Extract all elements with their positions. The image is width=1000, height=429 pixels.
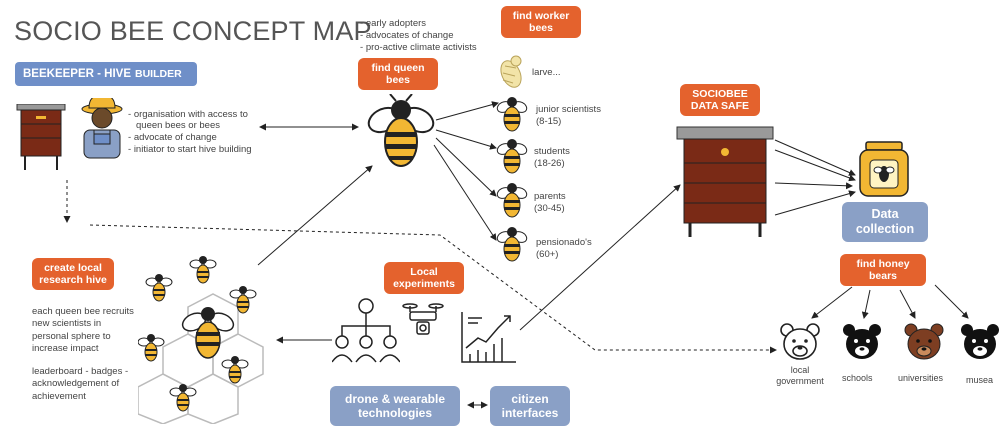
data-safe-tag: SOCIOBEE DATA SAFE xyxy=(680,84,760,116)
bear-label-local-government: local government xyxy=(776,365,824,387)
local-experiments-tag: Local experiments xyxy=(384,262,464,294)
find-worker-bees-tag: find worker bees xyxy=(501,6,581,38)
find-honey-bears-tag: find honey bears xyxy=(840,254,926,286)
bear-dark-icon xyxy=(961,324,999,359)
beekeeper-label-suffix: BUILDER xyxy=(135,68,182,80)
bear-label-universities: universities xyxy=(898,373,944,383)
beekeeper-bullet-2: - advocate of change xyxy=(128,132,217,143)
drone-icon xyxy=(402,303,444,335)
worker-bee-icon xyxy=(496,183,528,218)
queen-bee-icon xyxy=(367,94,435,167)
beekeeper-icon xyxy=(81,98,123,159)
create-local-hive-tag: create local research hive xyxy=(32,258,114,290)
beekeeper-header: BEEKEEPER - HIVE BUILDER xyxy=(15,62,197,86)
worker-sub-junior: (8-15) xyxy=(536,116,562,127)
data-safe-hive-icon xyxy=(676,126,774,237)
experiments-team-icon xyxy=(332,298,400,363)
small-hive-icon xyxy=(16,104,66,170)
worker-label-junior: junior scientists xyxy=(536,104,601,115)
bear-label-musea: musea xyxy=(966,375,994,385)
data-collection-box: Data collection xyxy=(842,202,928,242)
worker-bee-icon xyxy=(496,97,528,132)
larva-icon xyxy=(500,55,522,88)
find-queen-bees-tag: find queen bees xyxy=(358,58,438,90)
worker-sub-parents: (30-45) xyxy=(534,203,565,214)
queen-audience-1: - early adopters xyxy=(360,18,427,29)
bear-label-schools: schools xyxy=(842,373,873,383)
honey-jar-icon xyxy=(859,141,909,197)
bear-outline-icon xyxy=(780,323,820,360)
beekeeper-label: BEEKEEPER - HIVE xyxy=(23,68,131,80)
worker-bee-icon xyxy=(496,227,528,262)
research-hive-icon xyxy=(138,256,264,424)
bear-black-icon xyxy=(843,324,881,359)
hive-description-leaderboard: leaderboard - badges - acknowledgement o… xyxy=(32,366,129,402)
bear-brown-icon xyxy=(904,323,944,360)
worker-bee-icon xyxy=(496,139,528,174)
beekeeper-bullet-1b: queen bees or bees xyxy=(136,120,220,131)
worker-label-students: students xyxy=(534,146,570,157)
beekeeper-bullet-3: - initiator to start hive building xyxy=(128,144,252,155)
worker-sub-pensionado: (60+) xyxy=(536,249,559,260)
queen-audience-2: - advocates of change xyxy=(360,30,454,41)
queen-audience-3: - pro-active climate activists xyxy=(360,42,477,53)
hive-description-recruit: each queen bee recruits new scientists i… xyxy=(32,306,134,355)
worker-sub-students: (18-26) xyxy=(534,158,565,169)
beekeeper-bullet-1: - organisation with access to xyxy=(128,109,248,120)
worker-label-parents: parents xyxy=(534,191,566,202)
worker-label-larve: larve... xyxy=(532,67,561,78)
page-title: SOCIO BEE CONCEPT MAP xyxy=(14,16,372,46)
citizen-interfaces-box: citizen interfaces xyxy=(490,386,570,426)
drone-wearable-box: drone & wearable technologies xyxy=(330,386,460,426)
worker-label-pensionado: pensionado's xyxy=(536,237,592,248)
growth-chart-icon xyxy=(461,312,516,363)
